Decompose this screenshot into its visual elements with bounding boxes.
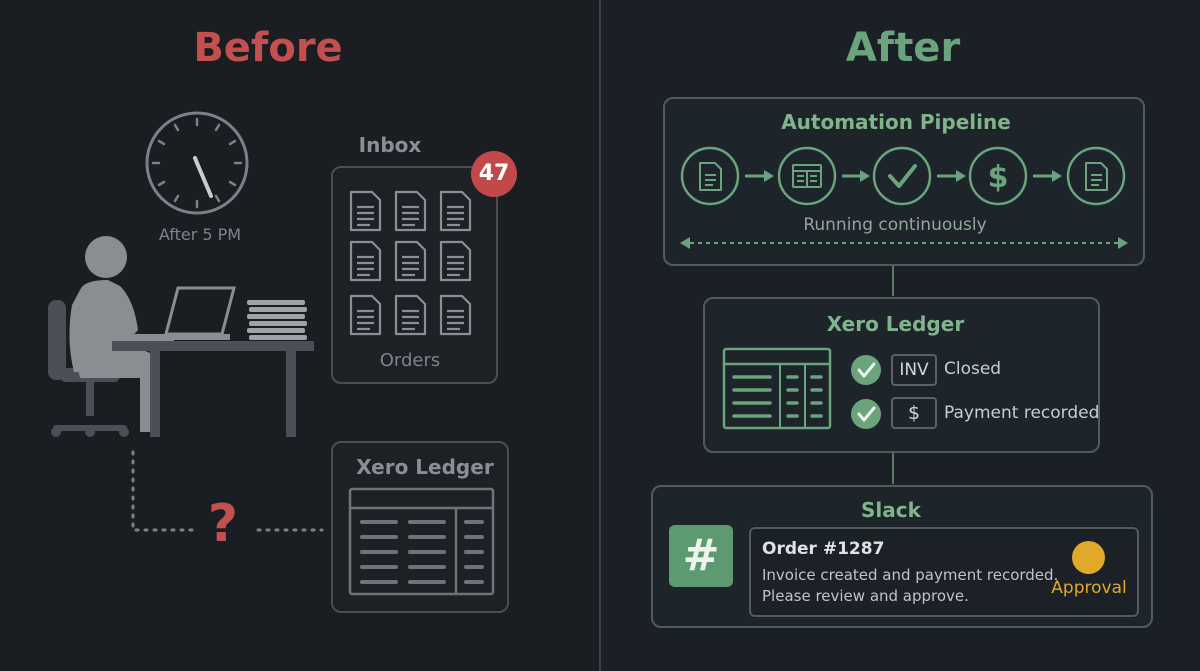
- after-ledger-title: Xero Ledger: [826, 312, 965, 336]
- svg-text:$: $: [988, 160, 1009, 195]
- clock-icon: [145, 111, 249, 215]
- inbox-title: Inbox: [358, 133, 422, 157]
- before-ledger-title: Xero Ledger: [356, 455, 494, 479]
- inbox-documents: [349, 190, 472, 336]
- approval-status-dot: [1072, 541, 1105, 574]
- before-ledger-table-icon: [348, 487, 495, 596]
- question-mark: ?: [207, 494, 239, 554]
- clock-caption: After 5 PM: [158, 225, 242, 244]
- inbox-caption: Orders: [379, 350, 441, 371]
- inbox-count-badge: 47: [471, 151, 517, 197]
- ledger-row-2-label: Payment recorded: [944, 403, 1100, 423]
- slack-message-line-2: Please review and approve.: [762, 587, 969, 605]
- approval-label: Approval: [1051, 578, 1127, 598]
- ledger-row-2-tag: $: [891, 397, 937, 429]
- panel-divider: [599, 0, 601, 671]
- pipeline-title: Automation Pipeline: [781, 110, 1011, 134]
- before-ledger-box: [331, 441, 509, 613]
- slack-message-line-1: Invoice created and payment recorded.: [762, 566, 1059, 584]
- slack-channel-icon: #: [669, 525, 733, 587]
- ledger-row-1-tag: INV: [891, 354, 937, 386]
- person-at-desk-illustration: [48, 236, 324, 532]
- after-title: After: [845, 25, 961, 71]
- slack-order-title: Order #1287: [762, 539, 885, 559]
- ledger-row-1-label: Closed: [944, 359, 1002, 379]
- slack-title: Slack: [861, 498, 921, 522]
- before-title: Before: [193, 25, 343, 71]
- pipeline-caption: Running continuously: [803, 215, 987, 235]
- slack-message-card[interactable]: [749, 527, 1139, 617]
